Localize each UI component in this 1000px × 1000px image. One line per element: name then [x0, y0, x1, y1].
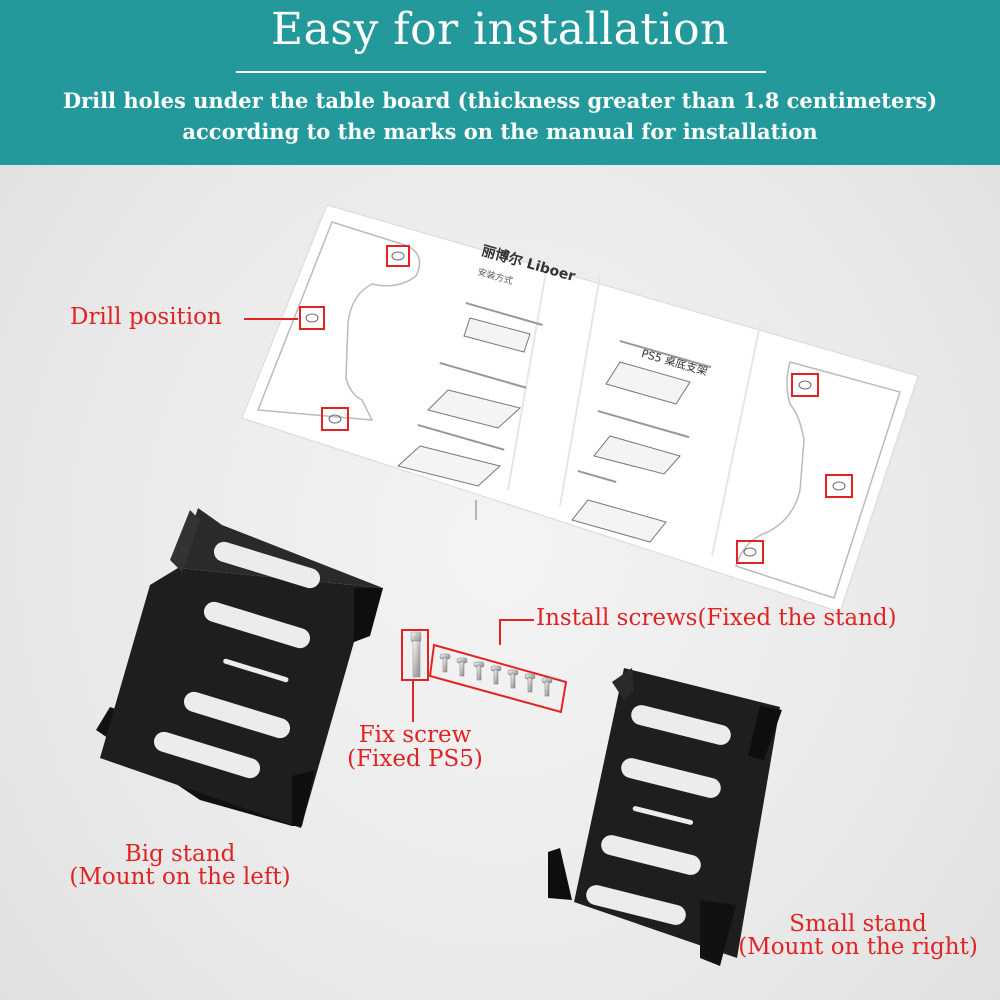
right-template-outline	[735, 361, 901, 599]
fix-screw-box	[401, 629, 429, 681]
manual-step-lines	[417, 302, 712, 483]
fix-screw-label: Fix screw (Fixed PS5)	[330, 722, 500, 772]
drill-mark	[299, 306, 325, 330]
drill-mark	[791, 373, 819, 397]
drill-position-label: Drill position	[70, 304, 222, 330]
install-screws-image	[428, 643, 568, 714]
small-stand-label: Small stand (Mount on the right)	[730, 911, 986, 960]
big-stand-image	[96, 508, 383, 828]
subtitle-line-2: according to the marks on the manual for…	[182, 119, 818, 144]
subtitle-line-1: Drill holes under the table board (thick…	[62, 88, 938, 113]
small-stand-note: (Mount on the right)	[738, 934, 978, 960]
big-stand-label: Big stand (Mount on the left)	[60, 841, 300, 890]
install-screws-box	[428, 643, 568, 714]
page-title: Easy for installation	[271, 4, 729, 55]
drill-markers	[299, 245, 853, 564]
annotation-leaders	[244, 318, 534, 722]
drill-mark	[321, 407, 349, 431]
fix-screw-note: (Fixed PS5)	[347, 746, 483, 772]
install-screws-label: Install screws(Fixed the stand)	[536, 605, 897, 631]
big-stand-title: Big stand	[124, 841, 236, 867]
fix-screw-image	[401, 629, 429, 681]
install-screws-leader	[499, 619, 534, 645]
drill-mark	[386, 245, 410, 267]
drill-mark	[736, 540, 764, 564]
installation-manual-sheet: 丽博尔 Liboer 安装方式 PS5 桌底支架	[241, 204, 919, 613]
big-stand-note: (Mount on the left)	[69, 864, 291, 890]
title-divider	[236, 71, 766, 73]
header-banner	[0, 0, 1000, 165]
manual-illustrations	[396, 317, 691, 543]
small-stand-title: Small stand	[789, 911, 927, 937]
fix-screw-title: Fix screw	[358, 722, 472, 748]
small-stand-image	[548, 668, 782, 966]
left-template-outline	[256, 221, 421, 421]
drill-mark	[825, 474, 853, 498]
